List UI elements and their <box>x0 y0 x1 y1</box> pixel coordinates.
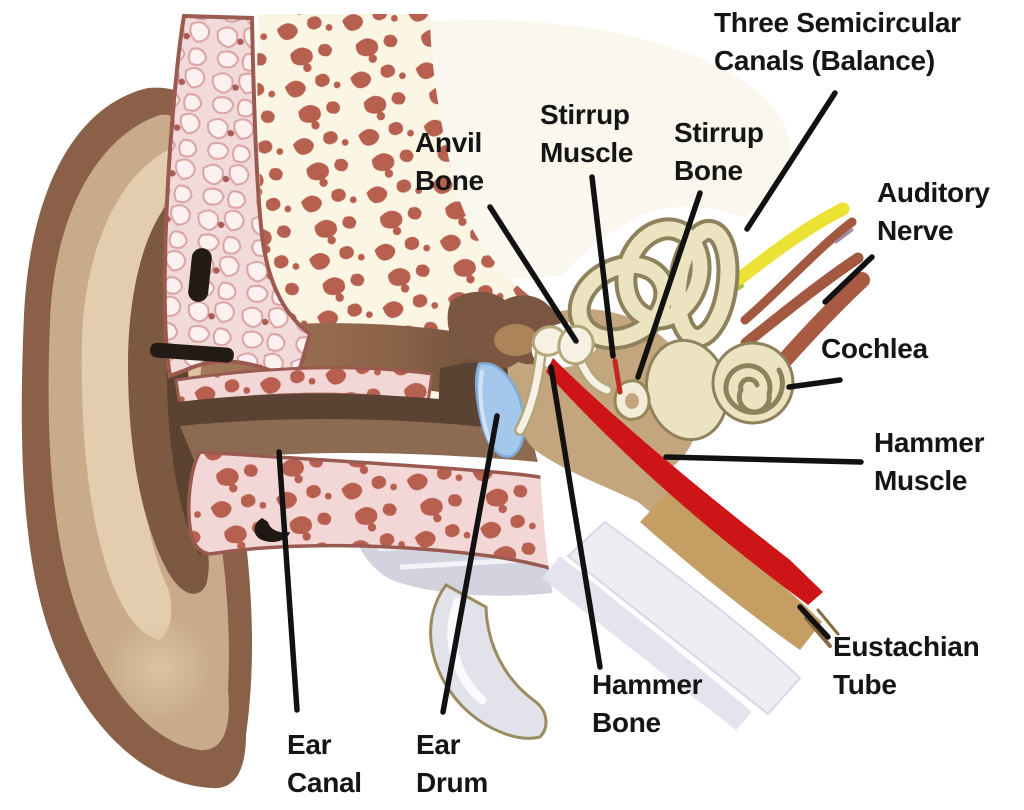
stirrup-muscle-strand <box>612 358 623 395</box>
leader-line-hammer-bone <box>548 364 603 670</box>
ear-canal <box>178 361 548 462</box>
cartilage-horn <box>429 583 548 740</box>
ear-lobe-highlight <box>110 618 210 718</box>
bone-notch <box>188 248 212 302</box>
stirrup-bone-shape <box>613 379 651 421</box>
hammer-and-anvil-bones <box>514 324 613 436</box>
label-ear-drum: Ear Drum <box>416 729 488 798</box>
leader-line-stirrup-muscle <box>589 174 616 359</box>
label-ear-canal: Ear Canal <box>287 729 362 798</box>
leader-line-auditory-nerve <box>822 254 875 305</box>
temporal-bone-column <box>150 13 313 385</box>
leader-line-cochlea <box>786 377 843 390</box>
label-cochlea: Cochlea <box>821 333 928 364</box>
label-stirrup-muscle: Stirrup Muscle <box>540 99 634 168</box>
label-anvil-bone: Anvil Bone <box>415 127 484 196</box>
hammer-muscle-wedge <box>546 358 823 605</box>
label-hammer-muscle: Hammer Muscle <box>874 427 985 496</box>
semicircular-canals <box>567 217 740 351</box>
bone-hole <box>254 518 290 543</box>
leader-line-eustachian-tube <box>797 604 831 640</box>
label-three-semicircular-canals: Three Semicircular Canals (Balance) <box>714 7 961 76</box>
label-hammer-bone: Hammer Bone <box>592 669 703 738</box>
leader-line-ear-drum <box>440 413 500 715</box>
ear-drum-shape <box>474 362 526 458</box>
leader-line-stirrup-bone <box>635 190 703 380</box>
leader-line-hammer-muscle <box>663 454 864 465</box>
eustachian-tube-band <box>542 492 840 730</box>
leader-lines <box>276 90 875 715</box>
label-auditory-nerve: Auditory Nerve <box>877 177 990 246</box>
leader-line-ear-canal <box>276 449 300 713</box>
cochlea-spiral <box>711 341 795 425</box>
label-eustachian-tube: Eustachian Tube <box>833 631 980 700</box>
bone-slot <box>150 342 234 363</box>
label-stirrup-bone: Stirrup Bone <box>674 117 764 186</box>
leader-line-anvil-bone <box>487 204 579 344</box>
leader-line-semicircular-canals <box>744 90 838 232</box>
